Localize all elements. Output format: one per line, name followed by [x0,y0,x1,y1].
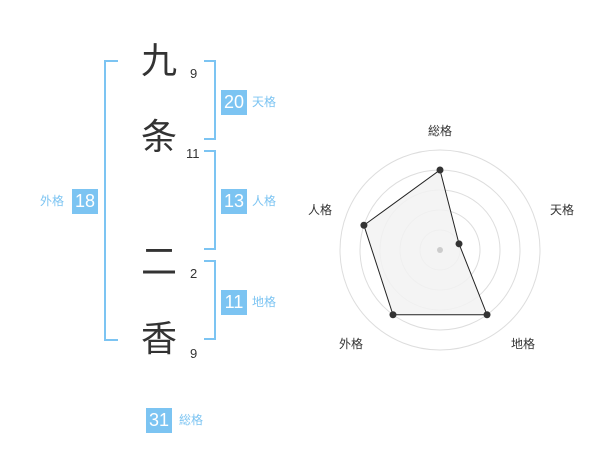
radar-label-soukaku: 総格 [428,124,453,138]
radar-chart [339,149,541,351]
stroke-count-1: 9 [190,66,198,81]
chikaku-label: 地格 [252,295,277,309]
radar-point-3 [389,311,397,319]
chikaku-value: 11 [221,290,247,315]
stroke-count-3: 2 [190,266,198,281]
radar-label-gaikaku: 外格 [339,337,364,351]
tenkaku-label: 天格 [252,95,277,109]
jinkaku-label: 人格 [252,194,277,208]
radar-point-4 [360,221,368,229]
jinkaku-value: 13 [221,189,247,214]
soukaku-label: 総格 [179,413,204,427]
radar-series-polygon [363,169,488,316]
gaikaku-value: 18 [72,189,98,214]
radar-label-tenkaku: 天格 [550,203,575,217]
radar-label-chikaku: 地格 [511,337,536,351]
stroke-count-2: 11 [186,146,200,161]
radar-point-0 [436,166,444,174]
name-char-4: 香 [141,319,178,360]
stroke-count-4: 9 [190,346,198,361]
gaikaku-bracket [104,60,118,341]
gaikaku-label: 外格 [40,194,65,208]
chikaku-bracket [204,260,216,340]
name-char-3: 二 [141,242,178,283]
name-char-1: 九 [141,41,178,82]
radar-point-2 [483,311,491,319]
tenkaku-bracket [204,60,216,140]
soukaku-value: 31 [146,408,172,433]
name-char-2: 条 [141,117,178,158]
radar-center-dot [437,247,443,253]
tenkaku-value: 20 [221,90,247,115]
radar-grid-ring [339,149,541,351]
radar-point-1 [455,240,463,248]
jinkaku-bracket [204,150,216,250]
radar-label-jinkaku: 人格 [308,203,333,217]
